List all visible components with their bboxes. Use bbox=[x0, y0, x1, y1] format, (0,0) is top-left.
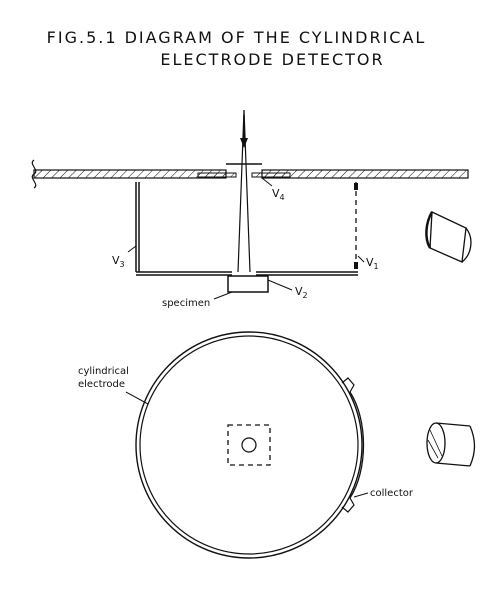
specimen-block bbox=[213, 275, 269, 300]
v2-plate bbox=[136, 271, 358, 291]
beam-arrow-icon bbox=[240, 138, 248, 148]
label-v1: V1 bbox=[366, 256, 379, 271]
side-view: V4 V3 V1 V2 specimen bbox=[31, 109, 469, 309]
detector-cylinder-lower bbox=[426, 422, 476, 467]
label-v4: V4 bbox=[272, 187, 285, 202]
label-collector: collector bbox=[370, 488, 414, 499]
label-specimen: specimen bbox=[162, 298, 210, 309]
label-cylindrical: cylindrical bbox=[78, 366, 129, 377]
aperture-circle bbox=[241, 437, 257, 453]
label-v3: V3 bbox=[112, 254, 125, 269]
label-electrode: electrode bbox=[78, 379, 125, 390]
v1-grid bbox=[354, 182, 365, 272]
electron-beam bbox=[237, 109, 251, 273]
figure-title-line-1: FIG.5.1 DIAGRAM OF THE CYLINDRICAL bbox=[46, 28, 427, 47]
v4-aperture bbox=[197, 163, 291, 187]
cylindrical-electrode-outer bbox=[135, 331, 363, 559]
top-view: cylindrical electrode collector bbox=[78, 331, 414, 559]
specimen-outline bbox=[227, 424, 271, 466]
cylindrical-electrode-inner bbox=[139, 335, 359, 555]
label-v2: V2 bbox=[295, 285, 308, 300]
detector-cylinder-upper bbox=[425, 211, 472, 263]
collector-segment bbox=[341, 377, 369, 513]
v3-wall bbox=[127, 182, 140, 272]
figure-title-line-2: ELECTRODE DETECTOR bbox=[160, 50, 385, 69]
